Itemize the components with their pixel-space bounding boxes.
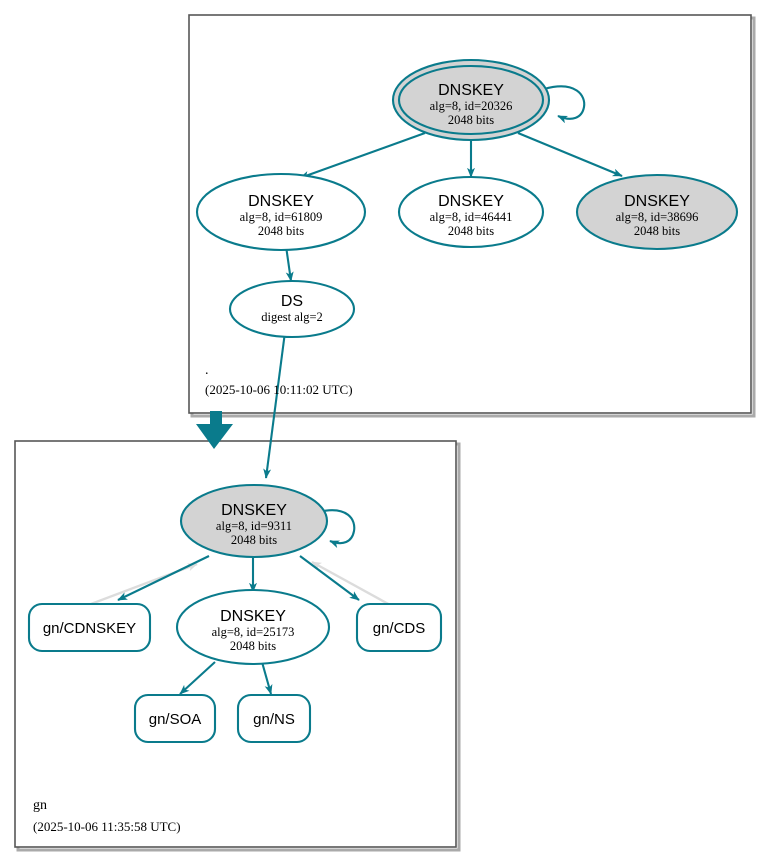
edge-group-root — [196, 85, 623, 479]
edge-gn-zsk-to-soa — [179, 661, 216, 695]
node-dnskey-20326-alg-id: alg=8, id=20326 — [430, 99, 513, 113]
node-dnskey-46441-ellipse — [397, 175, 545, 249]
node-dnskey-9311[interactable]: DNSKEY alg=8, id=9311 2048 bits — [179, 483, 329, 559]
node-dnskey-25173-alg-id: alg=8, id=25173 — [212, 625, 295, 639]
node-dnskey-61809-size: 2048 bits — [258, 224, 304, 238]
zone-label-root-name: . — [205, 363, 209, 378]
node-dnskey-25173-size: 2048 bits — [230, 639, 276, 653]
edge-root-to-gn-delegation — [196, 411, 233, 449]
node-dnskey-9311-ellipse — [179, 483, 329, 559]
node-dnskey-20326-inner-ellipse — [397, 64, 545, 136]
node-dnskey-38696-size: 2048 bits — [634, 224, 680, 238]
node-rrset-gn-cdnskey[interactable]: gn/CDNSKEY — [27, 602, 152, 653]
edge-gn-ksk-to-cds — [299, 555, 360, 601]
node-rrset-gn-cds[interactable]: gn/CDS — [355, 602, 443, 653]
node-dnskey-25173-title: DNSKEY — [220, 608, 286, 625]
edge-root-ksk-to-61809 — [299, 132, 426, 179]
node-rrset-gn-cds-label: gn/CDS — [373, 620, 426, 637]
edge-gn-cds-to-ksk — [311, 560, 393, 608]
node-dnskey-61809-alg-id: alg=8, id=61809 — [240, 210, 323, 224]
edge-ds-to-gn-ksk — [263, 331, 287, 479]
node-dnskey-38696-ellipse — [575, 173, 739, 251]
zone-label-gn: gn (2025-10-06 11:35:58 UTC) — [33, 798, 181, 834]
edge-gn-ksk-self-sign — [317, 509, 356, 549]
node-dnskey-20326-title: DNSKEY — [438, 82, 504, 99]
edge-root-61809-to-ds — [284, 245, 294, 282]
node-dnskey-9311-title: DNSKEY — [221, 502, 287, 519]
node-rrset-gn-ns[interactable]: gn/NS — [236, 693, 312, 744]
node-dnskey-20326-size: 2048 bits — [448, 113, 494, 127]
node-dnskey-61809[interactable]: DNSKEY alg=8, id=61809 2048 bits — [195, 172, 367, 252]
node-dnskey-46441-size: 2048 bits — [448, 224, 494, 238]
node-dnskey-46441[interactable]: DNSKEY alg=8, id=46441 2048 bits — [397, 175, 545, 249]
node-rrset-gn-soa-label: gn/SOA — [149, 711, 202, 728]
node-rrset-gn-cds-box — [355, 602, 443, 653]
zone-label-root: . (2025-10-06 10:11:02 UTC) — [205, 363, 353, 397]
zone-label-gn-timestamp: (2025-10-06 11:35:58 UTC) — [33, 819, 181, 834]
node-rrset-gn-ns-label: gn/NS — [253, 711, 295, 728]
node-dnskey-9311-alg-id: alg=8, id=9311 — [216, 519, 292, 533]
node-rrset-gn-cdnskey-label: gn/CDNSKEY — [43, 620, 136, 637]
edge-group-gn — [82, 509, 393, 695]
node-dnskey-46441-alg-id: alg=8, id=46441 — [430, 210, 513, 224]
node-ds-title: DS — [281, 293, 303, 310]
edge-root-ksk-to-38696 — [517, 132, 623, 177]
node-dnskey-25173[interactable]: DNSKEY alg=8, id=25173 2048 bits — [175, 588, 331, 666]
node-dnskey-9311-size: 2048 bits — [231, 533, 277, 547]
node-dnskey-25173-ellipse — [175, 588, 331, 666]
node-dnskey-20326[interactable]: DNSKEY alg=8, id=20326 2048 bits — [391, 58, 551, 142]
zone-label-root-timestamp: (2025-10-06 10:11:02 UTC) — [205, 382, 353, 397]
node-ds-digest-alg-2[interactable]: DS digest alg=2 — [228, 279, 356, 339]
edge-root-ksk-self-sign — [543, 85, 586, 124]
node-dnskey-61809-ellipse — [195, 172, 367, 252]
node-dnskey-46441-title: DNSKEY — [438, 193, 504, 210]
node-rrset-gn-ns-box — [236, 693, 312, 744]
node-rrset-gn-cdnskey-box — [27, 602, 152, 653]
node-rrset-gn-soa[interactable]: gn/SOA — [133, 693, 217, 744]
node-dnskey-38696-alg-id: alg=8, id=38696 — [616, 210, 699, 224]
node-dnskey-38696[interactable]: DNSKEY alg=8, id=38696 2048 bits — [575, 173, 739, 251]
edge-gn-zsk-to-ns — [260, 661, 273, 695]
node-dnskey-61809-title: DNSKEY — [248, 193, 314, 210]
node-ds-digest-alg: digest alg=2 — [261, 310, 323, 324]
node-dnskey-38696-title: DNSKEY — [624, 193, 690, 210]
node-ds-ellipse — [228, 279, 356, 339]
node-rrset-gn-soa-box — [133, 693, 217, 744]
zone-label-gn-name: gn — [33, 798, 47, 813]
edge-gn-ksk-to-cdnskey — [117, 555, 210, 601]
